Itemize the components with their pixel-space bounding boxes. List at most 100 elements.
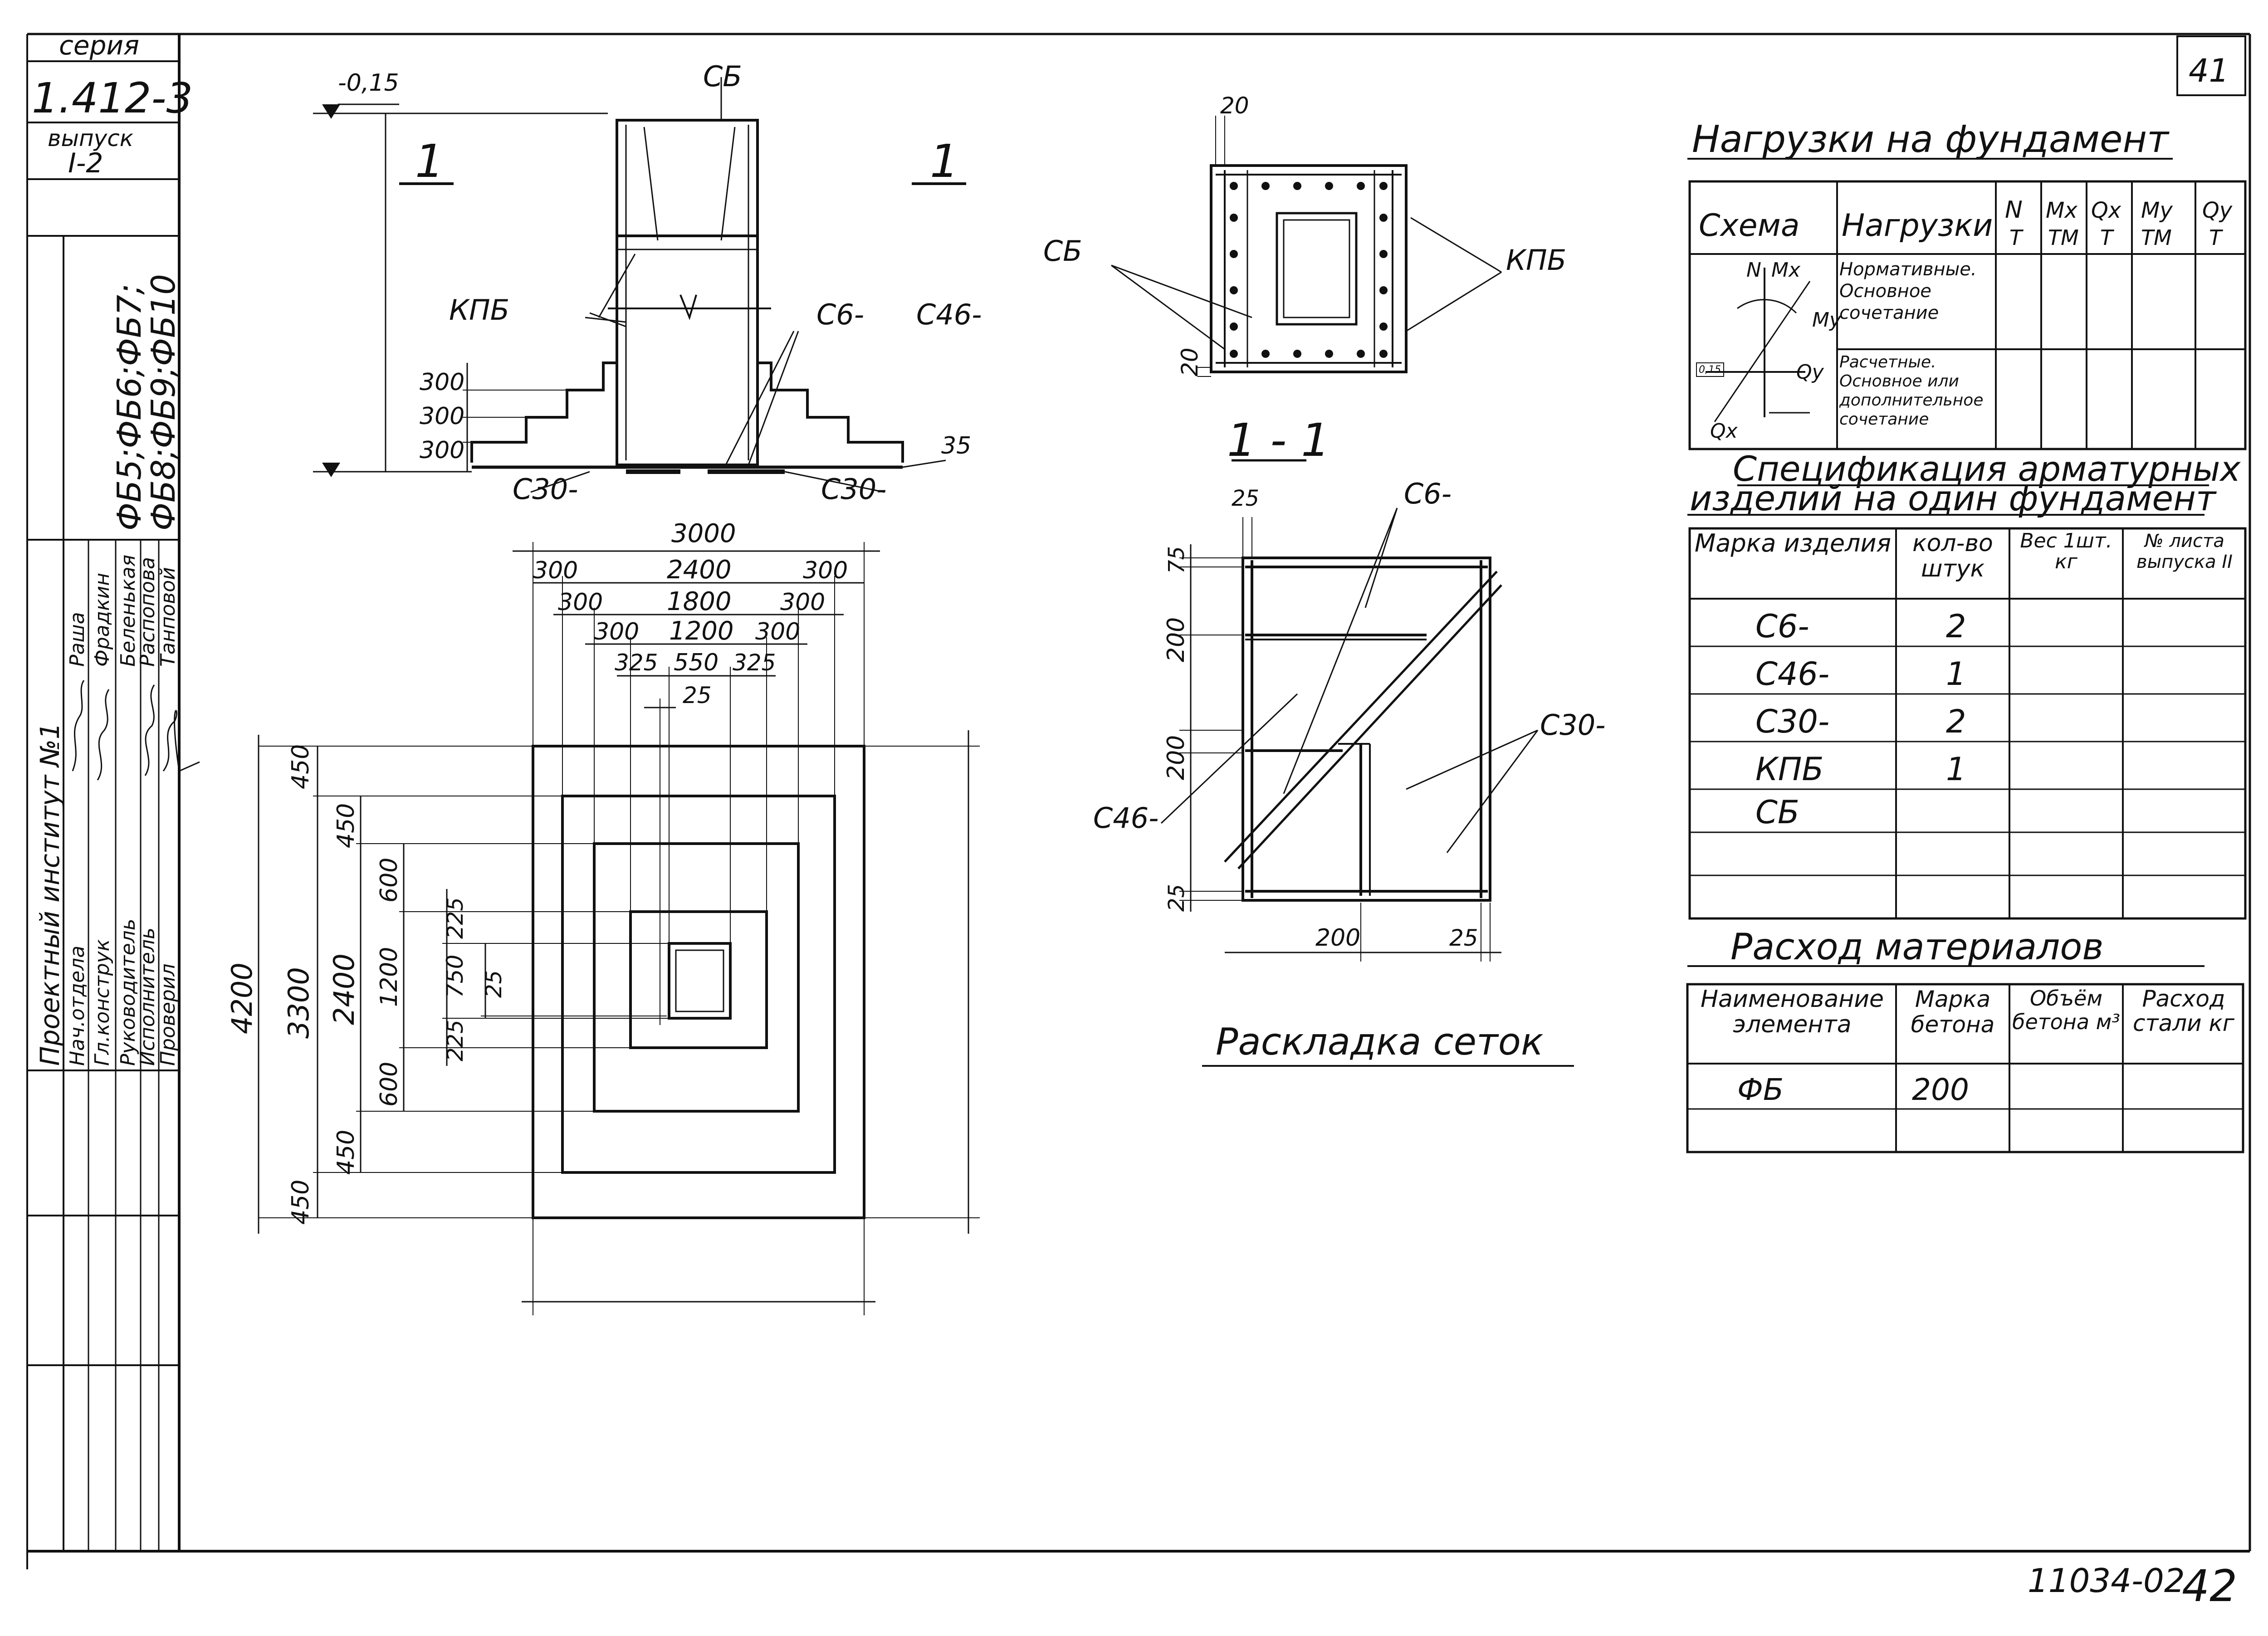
loads-header-qy: Qy	[2202, 198, 2233, 223]
loads-header-loads: Нагрузки	[1842, 208, 1993, 244]
spec-header-mark: Марка изделия	[1694, 531, 1892, 557]
loads-row-normative: Нормативные. Основное сочетание	[1839, 259, 1977, 323]
spec-row-qty: 1	[1946, 655, 1966, 693]
spec-header-qty: кол-во штук	[1912, 531, 1993, 582]
mesh-dim-200b: 200	[1163, 735, 1190, 780]
mesh-dim-200-horiz: 200	[1315, 924, 1360, 952]
stamp-codes-1: ФБ5;ФБ6;ФБ7;	[110, 284, 148, 531]
plan-dim-750: 750	[442, 955, 468, 998]
scheme-label-qy: Qy	[1796, 361, 1824, 384]
loads-header-my: My	[2141, 198, 2173, 223]
plan-dim-25: 25	[683, 682, 712, 708]
plan-dim-225a: 225	[443, 897, 468, 939]
loads-header-n: N	[2005, 196, 2023, 224]
spec-row-mark: С46-	[1755, 655, 1829, 693]
section-elevation: -0,15 1 1 СБ КПБ С6- С46- С30- С30- 300 …	[313, 60, 982, 506]
plan-dim-450d: 450	[287, 1180, 314, 1225]
sheet-number: 41	[2189, 52, 2229, 89]
scheme-label-qx: Qx	[1710, 420, 1738, 443]
series-label: серия	[59, 30, 139, 61]
plan-dim-1800: 1800	[667, 587, 732, 616]
plan-dim-325a: 325	[615, 650, 658, 676]
plan-dim-1200: 1200	[669, 616, 734, 646]
spec-row-qty: 2	[1946, 703, 1966, 740]
footer-code: 11034-02	[2028, 1562, 2185, 1600]
signature-scribble	[97, 689, 110, 781]
scheme-label-level: 0,15	[1699, 364, 1721, 376]
issue-value: I-2	[68, 147, 103, 179]
plan-dim-300a: 300	[533, 557, 578, 584]
plan-dim-300c: 300	[558, 589, 603, 616]
stamp-name-3: Беленькая	[117, 555, 140, 667]
materials-row-grade: 200	[1912, 1072, 1969, 1107]
plan-dim-300e: 300	[594, 618, 639, 645]
mesh-dim-25-horiz: 25	[1449, 925, 1478, 951]
plan-dim-450a: 450	[287, 744, 314, 789]
mesh-layout: 1 - 1 25 75 200 200 25 200 25 С6- С30- С…	[1093, 414, 1606, 1067]
small-dim-20-top: 20	[1220, 93, 1249, 119]
stamp-name-4: Распопова	[136, 557, 159, 667]
plan-dim-4200: 4200	[225, 962, 259, 1034]
stamp-role-5: Проверил	[156, 963, 180, 1066]
scheme-label-n: N	[1746, 259, 1761, 282]
spec-table: Спецификация арматурных изделий на один …	[1687, 449, 2247, 920]
spec-title-2: изделий на один фундамент	[1690, 478, 2217, 518]
materials-row-name: ФБ	[1737, 1072, 1784, 1107]
loads-unit-my: ТМ	[2141, 225, 2172, 250]
section-label-sb: СБ	[703, 60, 742, 93]
plan-dim-300f: 300	[755, 618, 800, 645]
materials-header-grade: Марка бетона	[1911, 986, 1995, 1038]
spec-row-mark: С6-	[1755, 608, 1809, 645]
plan-dim-3000: 3000	[671, 519, 736, 548]
small-label-kpb: КПБ	[1506, 244, 1566, 277]
plan-dim-3300: 3300	[282, 967, 315, 1039]
stamp-codes-2: ФБ8;ФБ9;ФБ10	[144, 274, 182, 531]
plan-dim-600a: 600	[376, 858, 403, 903]
plan-dim-2400: 2400	[667, 555, 732, 585]
loads-unit-n: Т	[2009, 225, 2024, 250]
plan-dim-1200v: 1200	[376, 947, 403, 1007]
spec-title-1: Спецификация арматурных	[1733, 449, 2241, 489]
mesh-section-label: 1 - 1	[1227, 414, 1330, 467]
materials-header-steel: Расход стали кг	[2132, 986, 2235, 1036]
stamp-name-2: Фрадкин	[91, 573, 114, 667]
section-label-c30-right: С30-	[821, 473, 887, 506]
materials-header-name: Наименование элемента	[1700, 986, 1884, 1038]
plan-dim-300b: 300	[803, 557, 848, 584]
sheet-frame	[26, 33, 2251, 1569]
section-label-c6: С6-	[816, 298, 864, 331]
plan-dim-550: 550	[674, 649, 719, 676]
stamp-role-1: Нач.отдела	[66, 946, 89, 1066]
plan-dim-25v: 25	[481, 970, 507, 998]
mesh-caption: Раскладка сеток	[1216, 1021, 1544, 1064]
materials-title: Расход материалов	[1730, 926, 2104, 968]
series-value: 1.412-3	[32, 74, 193, 122]
loads-header-qx: Qx	[2091, 198, 2121, 223]
mesh-dim-25-top: 25	[1232, 486, 1259, 511]
scheme-label-my: My	[1812, 308, 1842, 332]
mesh-label-c6: С6-	[1404, 477, 1452, 510]
spec-row-mark: КПБ	[1755, 751, 1823, 788]
section-dim-300-3: 300	[420, 437, 464, 464]
spec-header-weight: Вес 1шт. кг	[2020, 531, 2112, 573]
stamp-role-2: Гл.конструк	[91, 939, 114, 1066]
spec-row-mark: С30-	[1755, 703, 1829, 740]
mesh-dim-200a: 200	[1163, 617, 1190, 662]
small-label-sb: СБ	[1043, 234, 1082, 268]
plan-view: 3000 300 2400 300 300 1800 300 300 1200 …	[225, 519, 980, 1315]
loads-unit-mx: ТМ	[2048, 225, 2079, 250]
mesh-dim-75: 75	[1164, 546, 1189, 574]
loads-title: Нагрузки на фундамент	[1692, 118, 2170, 161]
spec-header-sheet: № листа выпуска II	[2136, 531, 2233, 572]
stamp-institute: Проектный институт №1	[34, 723, 65, 1066]
section-label-c46: С46-	[916, 298, 982, 331]
spec-row-qty: 2	[1946, 608, 1966, 645]
loads-row-design: Расчетные. Основное или дополнительное с…	[1839, 353, 1984, 429]
mesh-label-c46: С46-	[1093, 801, 1159, 835]
spec-row-mark: СБ	[1755, 794, 1799, 831]
scheme-label-mx: Mx	[1771, 259, 1801, 282]
loads-header-mx: Mx	[2046, 198, 2077, 223]
loads-header-scheme: Схема	[1699, 208, 1800, 244]
materials-header-volume: Объём бетона м³	[2012, 986, 2120, 1034]
